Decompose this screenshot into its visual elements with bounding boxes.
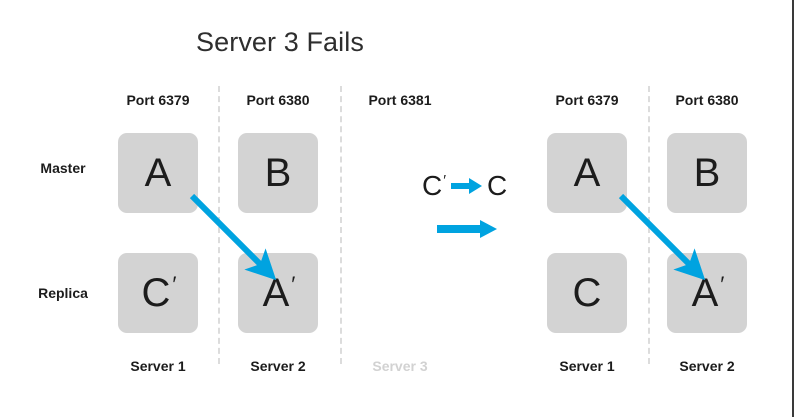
legend-to-term: C <box>487 170 508 201</box>
node-col1-master[interactable]: A <box>118 133 198 213</box>
node-glyph: B <box>693 151 721 195</box>
port-header-col5: Port 6380 <box>675 92 739 108</box>
legend-arrow-icon <box>449 175 483 197</box>
port-header-col3: Port 6381 <box>368 92 432 108</box>
node-glyph: C′ <box>141 271 177 315</box>
node-col4-replica[interactable]: C <box>547 253 627 333</box>
port-header-col2: Port 6380 <box>246 92 310 108</box>
legend-arrow-row <box>436 218 498 240</box>
column-divider-2 <box>340 86 342 364</box>
node-col5-replica[interactable]: A′ <box>667 253 747 333</box>
node-glyph: A <box>573 151 601 195</box>
server-label-col4: Server 1 <box>559 358 615 374</box>
replication-arrow-icon <box>436 218 498 240</box>
node-glyph: A′ <box>691 271 725 315</box>
node-glyph: A <box>144 151 172 195</box>
node-col5-master[interactable]: B <box>667 133 747 213</box>
column-divider-1 <box>218 86 220 364</box>
prime-mark: ′ <box>720 272 725 297</box>
server-label-col3: Server 3 <box>372 358 428 374</box>
node-col2-replica[interactable]: A′ <box>238 253 318 333</box>
node-glyph: A′ <box>262 271 296 315</box>
prime-mark: ′ <box>172 272 177 297</box>
node-glyph: B <box>264 151 292 195</box>
legend-transition-row: C′ C <box>422 172 507 200</box>
server-label-col2: Server 2 <box>250 358 306 374</box>
prime-mark: ′ <box>443 172 447 189</box>
page-title: Server 3 Fails <box>196 27 364 57</box>
row-label-replica: Replica <box>38 285 88 301</box>
server-label-col1: Server 1 <box>130 358 186 374</box>
legend: C′ C <box>414 172 524 248</box>
port-header-col4: Port 6379 <box>555 92 619 108</box>
node-col4-master[interactable]: A <box>547 133 627 213</box>
node-col2-master[interactable]: B <box>238 133 318 213</box>
slide-right-edge <box>792 0 794 417</box>
node-col1-replica[interactable]: C′ <box>118 253 198 333</box>
legend-from-term: C′ <box>422 170 447 201</box>
node-glyph: C <box>572 271 602 315</box>
row-label-master: Master <box>40 160 86 176</box>
prime-mark: ′ <box>291 272 296 297</box>
server-label-col5: Server 2 <box>679 358 735 374</box>
port-header-col1: Port 6379 <box>126 92 190 108</box>
column-divider-3 <box>648 86 650 364</box>
